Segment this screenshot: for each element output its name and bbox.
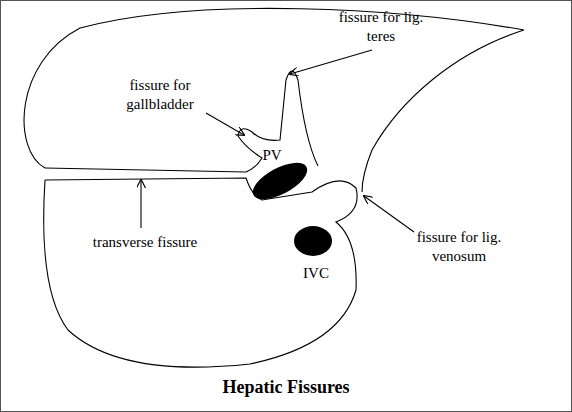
teres-gallbladder-fissures	[45, 71, 318, 172]
fissure-label: fissure for gallbladder	[112, 76, 208, 114]
portal-vein	[247, 155, 312, 206]
leader-arrow	[364, 196, 414, 232]
leader-arrow	[290, 50, 372, 74]
leader-arrow	[140, 180, 141, 228]
fissure-label: transverse fissure	[60, 233, 230, 252]
inferior-vena-cava	[294, 226, 332, 256]
liver-outline-lower	[44, 178, 357, 367]
liver-outline-upper	[24, 8, 524, 192]
leader-arrow	[206, 113, 244, 135]
fissure-label: IVC	[296, 264, 336, 283]
fissure-label: fissure for lig. teres	[333, 8, 429, 46]
fissure-label: PV	[252, 146, 292, 165]
figure-caption: Hepatic Fissures	[136, 376, 436, 398]
fissure-label: fissure for lig. venosum	[409, 228, 509, 266]
